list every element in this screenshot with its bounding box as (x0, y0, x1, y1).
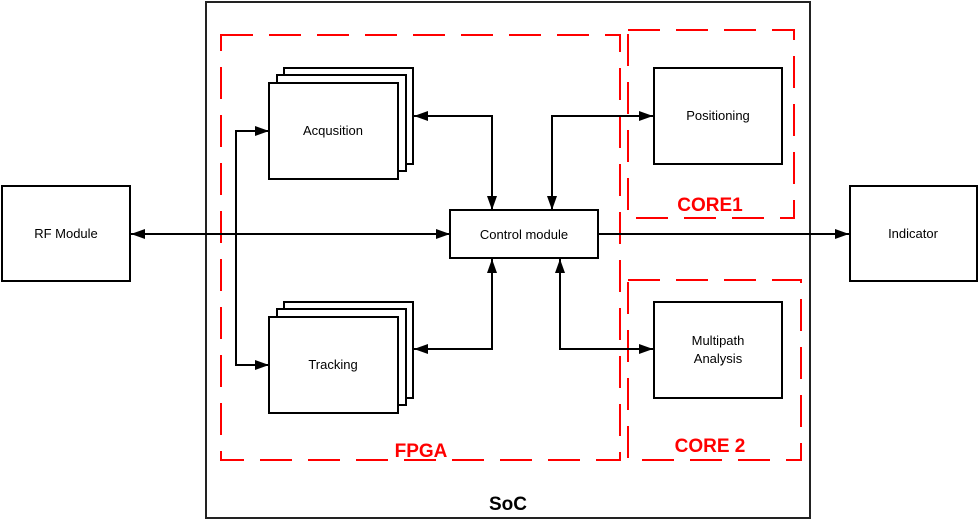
multipath-control-connector (555, 259, 653, 354)
multipath-analysis-block[interactable]: Multipath Analysis (653, 301, 783, 399)
positioning-block[interactable]: Positioning (653, 67, 783, 165)
rf-module-block[interactable]: RF Module (1, 185, 131, 282)
multipath-label-line2: Analysis (694, 351, 743, 366)
soc-label: SoC (489, 494, 527, 515)
positioning-control-connector (547, 111, 653, 210)
fpga-zone (220, 34, 621, 461)
soc-container (205, 1, 811, 519)
core2-label: CORE 2 (675, 436, 746, 457)
core2-zone (627, 279, 802, 461)
control-module-block[interactable]: Control module (449, 209, 599, 259)
tracking-block[interactable]: Tracking (268, 301, 414, 414)
acquisition-block[interactable]: Acqusition (268, 67, 414, 180)
rf-module-label: RF Module (34, 226, 98, 241)
multipath-label-line1: Multipath (692, 333, 745, 348)
branch-to-acquisition-connector (235, 126, 269, 234)
core1-zone (627, 29, 795, 219)
tracking-control-connector (414, 259, 497, 354)
acquisition-control-connector (414, 111, 497, 210)
core1-label: CORE1 (677, 195, 743, 216)
tracking-label: Tracking (308, 357, 357, 372)
indicator-block[interactable]: Indicator (849, 185, 978, 282)
branch-to-tracking-connector (235, 234, 269, 370)
indicator-label: Indicator (888, 226, 939, 241)
acquisition-label: Acqusition (303, 123, 363, 138)
positioning-label: Positioning (686, 108, 750, 123)
control-module-label: Control module (480, 227, 568, 242)
fpga-label: FPGA (395, 441, 448, 462)
